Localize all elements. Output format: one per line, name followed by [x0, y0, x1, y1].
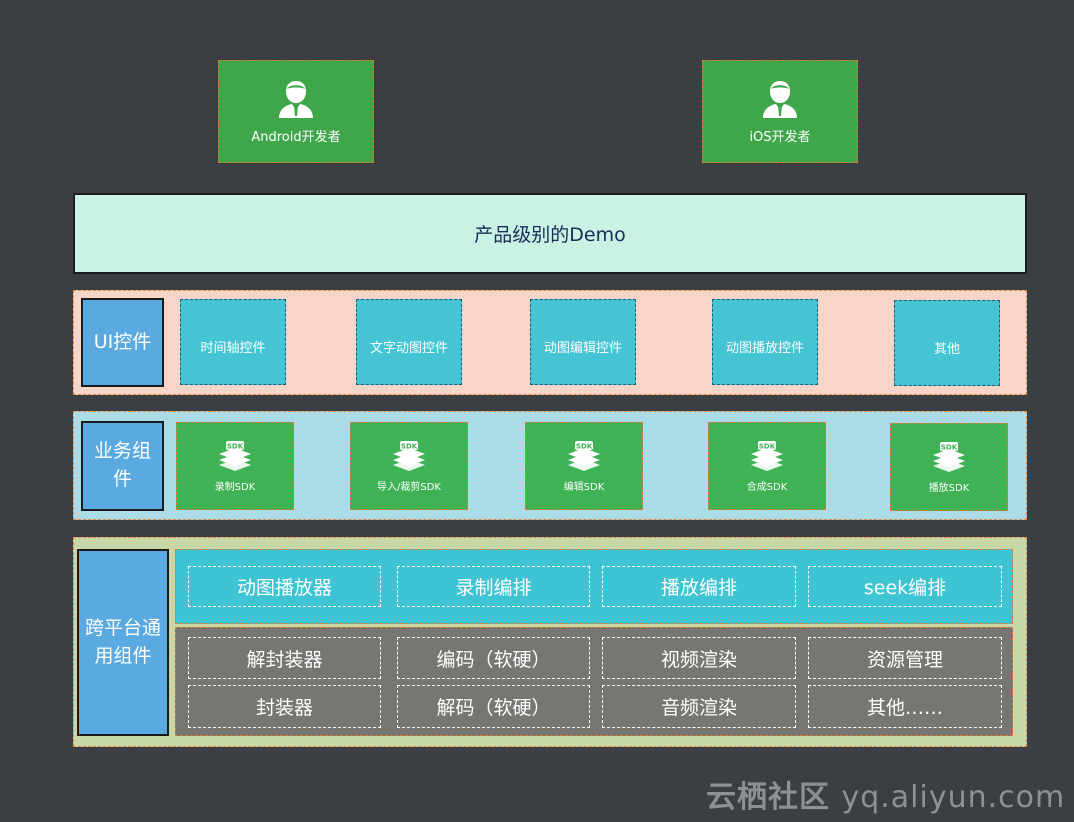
- sdk-label: 录制SDK: [214, 481, 256, 493]
- sdk-compose: SDK 合成SDK: [708, 422, 826, 510]
- cell-record-arrange: 录制编排: [397, 566, 590, 607]
- cell-label: 播放编排: [660, 577, 737, 599]
- sdk-label: 合成SDK: [746, 481, 788, 493]
- sdk-stack-icon: SDK: [219, 440, 251, 471]
- cell-label: 动图播放器: [236, 577, 332, 599]
- biz-layer-title: 业务组 件: [81, 421, 164, 511]
- ui-layer-title: UI控件: [81, 298, 164, 387]
- biz-layer-title-line1: 业务组: [93, 440, 151, 463]
- cross-codec-panel: [175, 627, 1013, 736]
- ui-item-label: 动图播放控件: [725, 340, 804, 356]
- cell-other: 其他……: [808, 685, 1002, 728]
- cell-label: 编码（软硬）: [436, 648, 551, 671]
- ui-item-label: 其他: [933, 341, 960, 357]
- biz-layer-title-line2: 件: [112, 468, 132, 490]
- sdk-badge-text: SDK: [227, 442, 244, 450]
- cell-label: 其他……: [866, 697, 943, 719]
- cross-layer-title: 跨平台通 用组件: [77, 549, 169, 736]
- cell-label: 解码（软硬）: [436, 697, 551, 719]
- demo-label: 产品级别的Demo: [474, 224, 626, 246]
- sdk-stack-icon: SDK: [933, 441, 965, 472]
- sdk-label: 编辑SDK: [563, 481, 605, 493]
- ios-developer-label: iOS开发者: [749, 130, 811, 145]
- cell-label: 视频渲染: [660, 648, 737, 671]
- sdk-record: SDK 录制SDK: [176, 422, 294, 510]
- watermark: 云栖社区 yq.aliyun.com: [706, 772, 1066, 816]
- sdk-stack-icon: SDK: [393, 440, 425, 471]
- developer-icon: [279, 81, 313, 118]
- sdk-label: 播放SDK: [928, 482, 970, 494]
- cross-player-panel: [175, 549, 1013, 624]
- sdk-label: 导入/裁剪SDK: [377, 481, 441, 493]
- cell-demuxer: 解封装器: [188, 637, 381, 679]
- cell-encoder: 编码（软硬）: [397, 637, 590, 679]
- ui-item-label: 动图编辑控件: [543, 340, 622, 356]
- ios-developer-box: iOS开发者: [702, 60, 858, 163]
- cross-layer-title-line1: 跨平台通: [84, 616, 161, 639]
- cell-label: seek编排: [863, 577, 947, 599]
- ui-item-label: 文字动图控件: [369, 340, 448, 356]
- cell-label: 解封装器: [246, 648, 323, 671]
- demo-bar: 产品级别的Demo: [73, 193, 1027, 274]
- developer-icon: [763, 81, 797, 118]
- cell-muxer: 封装器: [188, 685, 381, 728]
- android-developer-box: Android开发者: [218, 60, 374, 163]
- ui-item-gif-play: 动图播放控件: [712, 299, 818, 385]
- cell-play-arrange: 播放编排: [602, 566, 796, 607]
- sdk-badge-text: SDK: [401, 442, 418, 450]
- cell-seek-arrange: seek编排: [808, 566, 1002, 607]
- cell-decoder: 解码（软硬）: [397, 685, 590, 728]
- watermark-url: yq.aliyun.com: [841, 780, 1066, 815]
- cell-gif-player: 动图播放器: [188, 566, 381, 607]
- cell-label: 封装器: [255, 697, 313, 719]
- sdk-stack-icon: SDK: [751, 440, 783, 471]
- cell-audio-render: 音频渲染: [602, 685, 796, 728]
- sdk-badge-text: SDK: [576, 442, 593, 450]
- cross-layer-title-line2: 用组件: [94, 644, 152, 667]
- sdk-badge-text: SDK: [759, 442, 776, 450]
- sdk-edit: SDK 编辑SDK: [525, 422, 643, 510]
- cell-label: 资源管理: [866, 648, 943, 671]
- ui-item-other: 其他: [894, 300, 1000, 386]
- sdk-play: SDK 播放SDK: [890, 423, 1008, 511]
- cell-label: 录制编排: [455, 577, 532, 599]
- android-developer-label: Android开发者: [251, 130, 341, 145]
- cell-resource-mgmt: 资源管理: [808, 637, 1002, 679]
- sdk-badge-text: SDK: [941, 443, 958, 451]
- cell-video-render: 视频渲染: [602, 637, 796, 679]
- sdk-import-crop: SDK 导入/裁剪SDK: [350, 422, 468, 510]
- ui-layer-title-text: UI控件: [93, 330, 152, 353]
- ui-item-gif-edit: 动图编辑控件: [530, 299, 636, 385]
- ui-item-label: 时间轴控件: [200, 340, 266, 356]
- sdk-stack-icon: SDK: [568, 440, 600, 471]
- cell-label: 音频渲染: [660, 697, 737, 719]
- ui-item-text-gif: 文字动图控件: [356, 299, 462, 385]
- ui-item-timeline: 时间轴控件: [180, 299, 286, 385]
- watermark-brand: 云栖社区: [706, 780, 830, 815]
